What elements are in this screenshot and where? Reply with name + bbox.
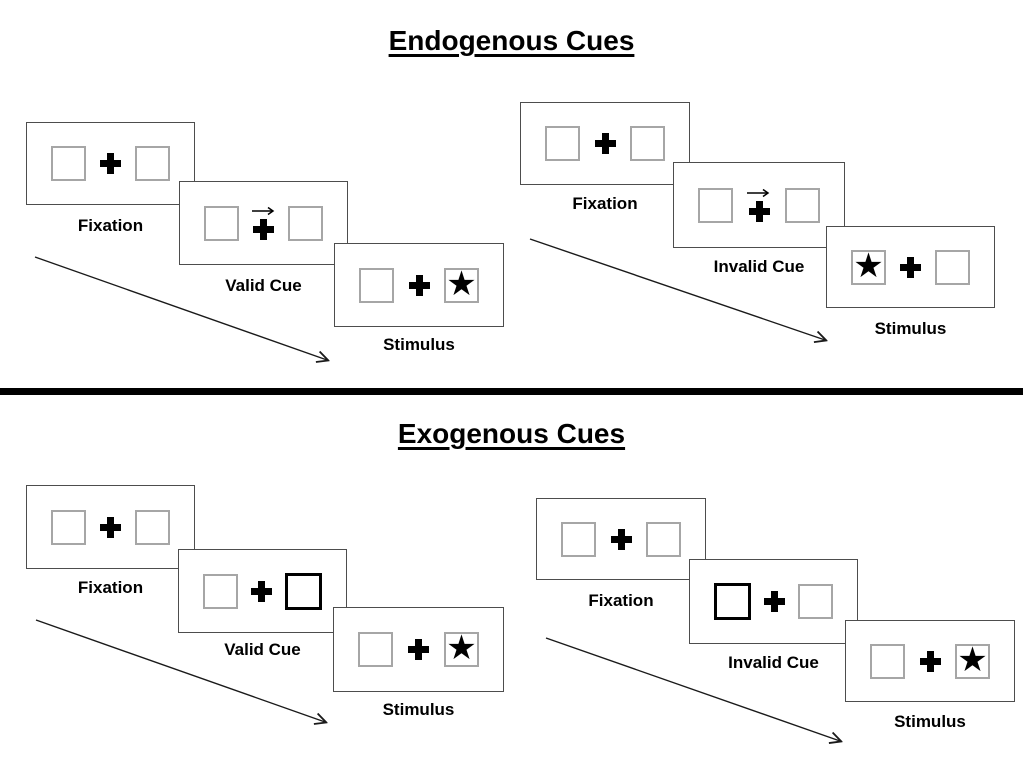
left-box	[359, 267, 394, 303]
left-box	[51, 146, 86, 181]
star-icon: ★	[446, 263, 477, 304]
left-box	[870, 643, 905, 679]
right-box	[288, 205, 323, 241]
valid-cue-panel	[179, 181, 348, 265]
plus-icon	[100, 516, 121, 538]
panel-label: Fixation	[77, 578, 144, 597]
section-divider	[0, 388, 1023, 395]
left-box	[698, 187, 733, 223]
right-arrow-icon	[747, 188, 770, 198]
left-box	[561, 521, 596, 557]
stimulus-panel: ★	[334, 243, 504, 327]
fixation-panel	[536, 498, 706, 580]
right-box	[135, 509, 170, 545]
panel-label: Valid Cue	[224, 640, 301, 659]
plus-icon	[251, 580, 272, 602]
panel-label: Valid Cue	[225, 276, 302, 295]
left-box	[545, 126, 580, 161]
star-box: ★	[444, 263, 479, 304]
star-box: ★	[444, 628, 479, 668]
section-title-exogenous: Exogenous Cues	[397, 418, 626, 449]
fixation-panel	[26, 485, 195, 569]
plus-icon	[408, 639, 429, 660]
cue-box	[714, 583, 751, 620]
right-box	[785, 187, 820, 223]
cue-box	[285, 572, 322, 610]
plus-icon	[610, 528, 632, 550]
right-box	[935, 249, 970, 285]
section-title-endogenous: Endogenous Cues	[388, 25, 635, 56]
star-icon: ★	[853, 245, 884, 286]
timeline-arrow-icon	[35, 619, 325, 722]
stimulus-panel: ★	[333, 607, 504, 692]
stimulus-panel: ★	[826, 226, 995, 308]
plus-icon	[764, 591, 785, 612]
fixation-panel	[520, 102, 690, 185]
panel-label: Stimulus	[894, 712, 966, 731]
panel-label: Stimulus	[874, 319, 947, 338]
invalid-cue-panel	[673, 162, 845, 248]
star-icon: ★	[957, 639, 988, 680]
plus-icon	[748, 201, 770, 222]
star-box: ★	[955, 639, 990, 680]
right-box	[135, 146, 170, 181]
panel-label: Invalid Cue	[713, 257, 805, 276]
plus-icon	[594, 133, 616, 154]
right-box	[798, 584, 833, 619]
panel-label: Fixation	[588, 591, 654, 610]
left-box	[204, 205, 239, 241]
invalid-cue-panel	[689, 559, 858, 644]
left-box	[358, 632, 393, 667]
panel-label: Fixation	[572, 194, 638, 213]
timeline-arrow-icon	[529, 238, 825, 340]
right-arrow-icon	[251, 206, 274, 216]
right-box	[646, 521, 681, 557]
left-box	[203, 573, 238, 609]
panel-label: Stimulus	[382, 700, 455, 719]
stimulus-panel: ★	[845, 620, 1015, 702]
star-icon: ★	[446, 628, 477, 668]
plus-icon	[900, 256, 921, 278]
left-box	[51, 509, 86, 545]
timeline-arrow-icon	[34, 256, 327, 360]
panel-label: Fixation	[77, 216, 144, 235]
panel-label: Invalid Cue	[728, 653, 819, 672]
plus-icon	[408, 274, 430, 296]
panel-label: Stimulus	[383, 335, 455, 354]
right-box	[630, 126, 665, 161]
plus-icon	[253, 219, 274, 240]
plus-icon	[100, 153, 121, 174]
star-box: ★	[851, 245, 886, 286]
valid-cue-panel	[178, 549, 347, 633]
fixation-panel	[26, 122, 195, 205]
plus-icon	[919, 650, 941, 672]
